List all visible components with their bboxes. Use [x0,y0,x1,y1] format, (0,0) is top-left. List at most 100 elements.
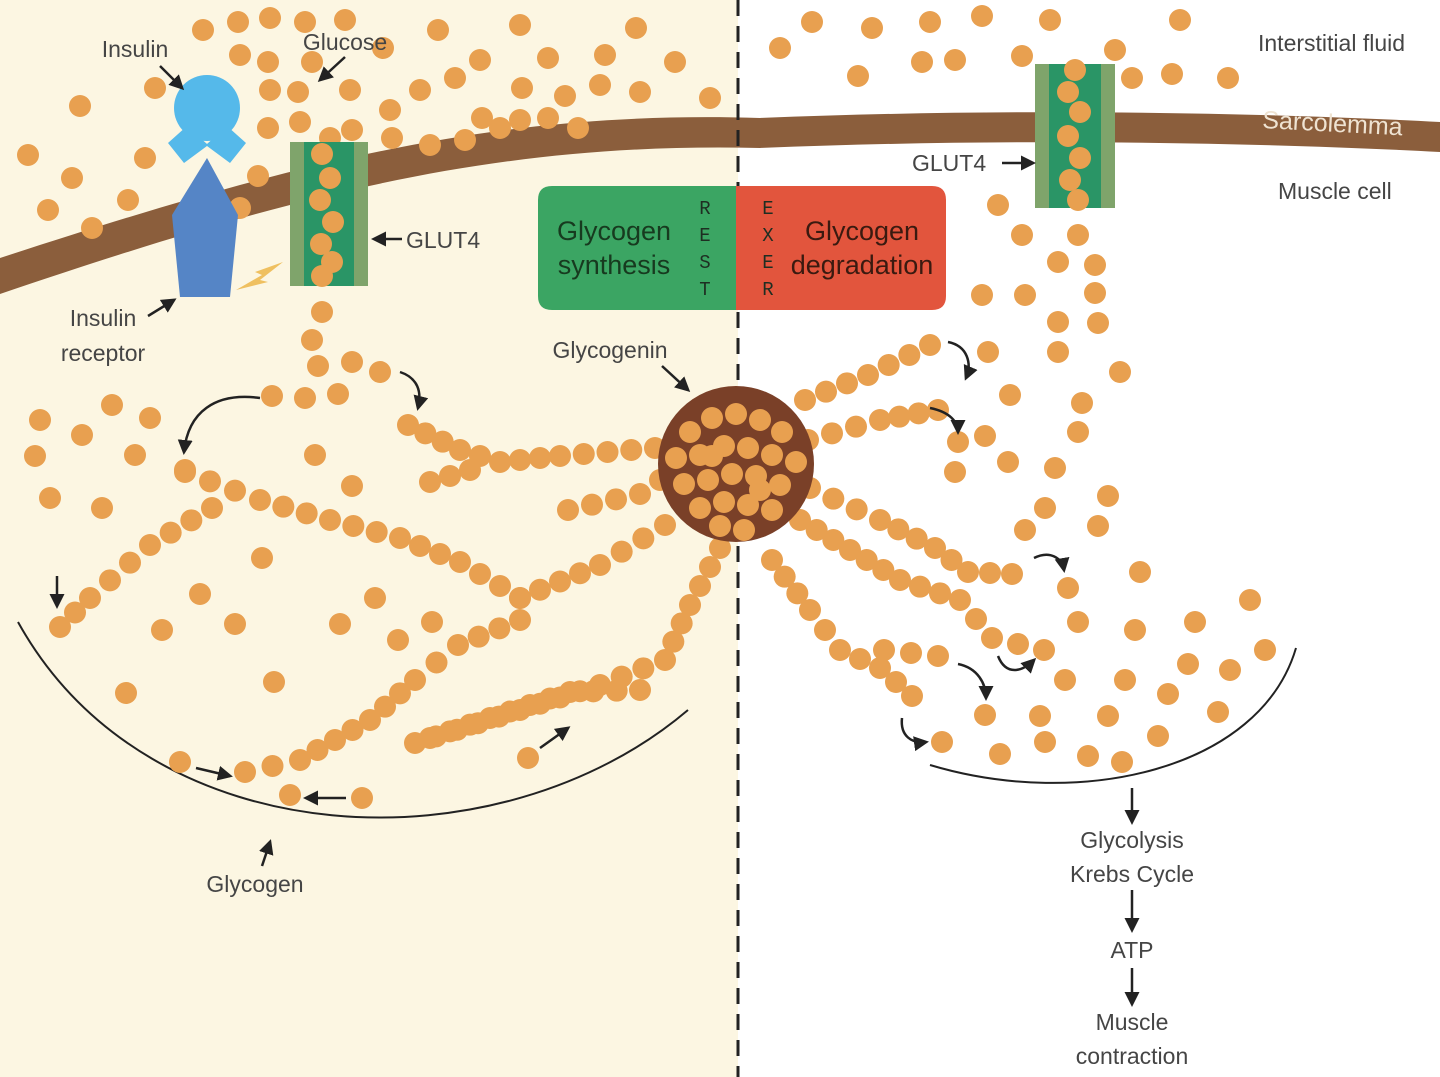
glucose-dot [805,519,828,541]
glucose-dot [509,449,531,471]
glucose-dot [234,761,256,783]
glucose-dot [289,749,311,771]
glucose-dot [1121,67,1143,89]
degradation-label-line1: Glycogen [805,216,919,246]
glucose-dot [1001,563,1023,585]
glucose-dot [887,518,910,541]
muscle-contraction-label-line2: contraction [1076,1043,1189,1069]
glucose-dot [877,354,900,376]
glycolysis-label: Glycolysis [1080,827,1184,853]
glucose-dot [845,498,868,521]
glucose-dot [785,451,807,473]
glucose-dot [1129,561,1151,583]
glucose-dot [279,784,301,806]
label-arrows [147,56,1140,1007]
glucose-dot [822,487,845,510]
glucose-dot [1184,611,1206,633]
rest-exercise-box: Glycogen synthesis R E S T E X E R Glyco… [538,186,946,310]
rest-letter: R [699,198,710,220]
glucose-dot [169,751,191,773]
glucose-dot [581,493,603,516]
glucose-dot [1067,421,1089,443]
glucose-dot [201,497,223,519]
insulin-receptor-icon [172,158,238,297]
glucose-dot [664,51,686,73]
glucose-dot [359,709,381,731]
glucose-dot [794,389,816,411]
glucose-dot [429,543,451,565]
glucose-dot [888,405,911,428]
glucose-dot [311,143,333,165]
glucose-dot [272,495,295,518]
glucose-dot [369,361,391,383]
exer-letter: X [762,225,774,247]
glucose-dot [1047,311,1069,333]
glucose-dot [673,473,695,495]
glucose-dot [257,117,279,139]
glucose-dot [999,384,1021,406]
glucose-dot [905,527,928,550]
glucose-dot [329,613,351,635]
glucose-dot [334,9,356,31]
glucose-dot [632,527,655,550]
glucose-dot [459,713,481,736]
glucose-dot [845,415,867,438]
glucose-dot [971,284,993,306]
glucose-dot [1064,59,1086,81]
glucose-dot [1104,39,1126,61]
glucose-dot [909,575,931,598]
glucose-dot [341,119,363,141]
glucose-dot [159,521,182,544]
glucose-dot [421,611,443,633]
glucose-dot [372,37,394,59]
glucose-dot [629,679,651,701]
glucose-dot [949,589,971,611]
glucose-dot [861,17,883,39]
glut4-right-label: GLUT4 [912,150,986,176]
glucose-dot [1114,669,1136,691]
glucose-dot [341,351,363,373]
glucose-dot [180,509,203,532]
glucose-dot [721,463,743,485]
glucose-dot [469,49,491,71]
glucose-dot [1111,751,1133,773]
glucose-dot [701,407,723,429]
glucose-dot [351,787,373,809]
glucose-dot [425,651,448,674]
glucose-dot [620,439,643,461]
glucose-dot [1239,589,1261,611]
glycogenin-bound-glucose [665,403,807,541]
glucose-label: Glucose [303,29,387,55]
glucose-dot [1059,169,1081,191]
insulin-icon [168,75,246,163]
glucose-dot [294,11,316,33]
glucose-dot [387,629,409,651]
glucose-dot [529,578,551,601]
glucose-dot [139,407,161,429]
glucose-dot [124,444,146,466]
glycogen-process-arrows [49,340,1070,806]
glycogen-granule-boundary-left [17,621,689,819]
insulin-label: Insulin [102,36,168,62]
glucose-dot [822,529,845,551]
glucose-dot [339,79,361,101]
glut4-left-label: GLUT4 [406,227,480,253]
glucose-dot [1157,683,1179,705]
glucose-dot [134,147,156,169]
glucose-dot [1087,515,1109,537]
glucose-dot [454,129,476,151]
glucose-dot [979,562,1001,584]
glucose-dot [869,657,891,679]
glucose-dot [259,7,281,29]
glucose-dot [737,437,759,459]
glucose-dot [632,657,655,680]
glucose-dot [549,445,571,467]
glucose-dot [1109,361,1131,383]
glucose-dot [872,559,895,581]
glucose-dot [427,19,449,41]
glucose-dot [567,117,589,139]
glucose-dot [409,535,431,557]
glucose-dot [769,474,791,496]
glucose-dot [907,402,930,425]
glucose-dot [301,329,323,351]
